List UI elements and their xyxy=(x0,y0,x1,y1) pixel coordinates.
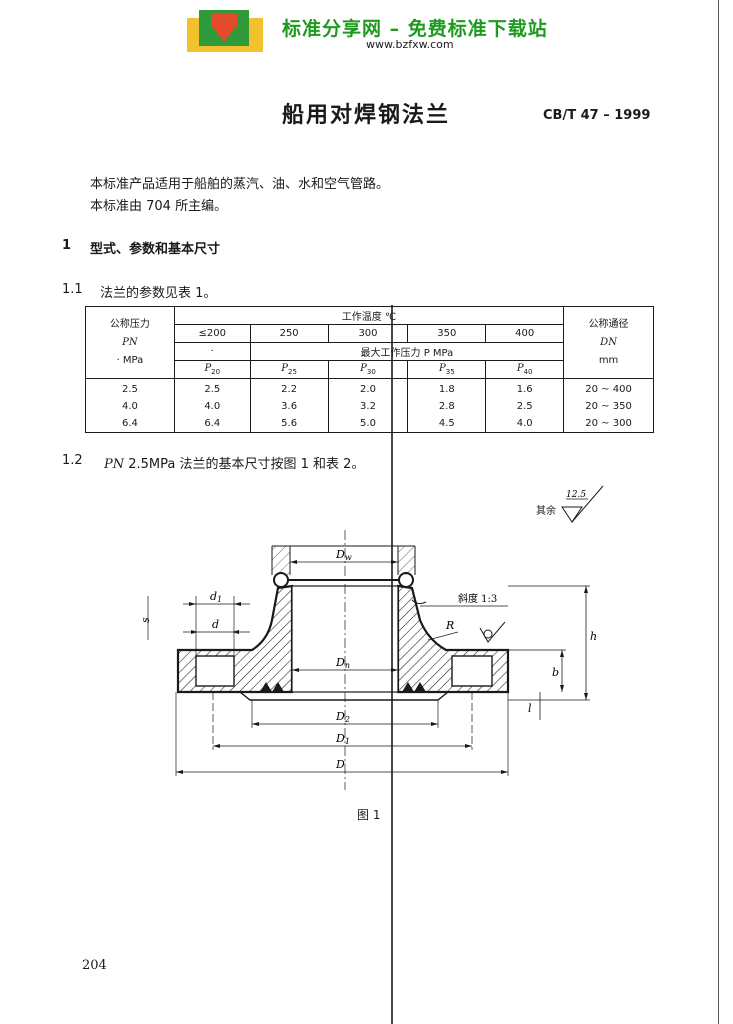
table-cell: 5.0 xyxy=(327,415,409,433)
roughness-note: 其余 xyxy=(536,506,556,517)
intro-paragraph-2: 本标准由 704 所主编。 xyxy=(90,199,228,214)
temp-cell: 400 xyxy=(485,324,565,343)
temp-cell: 250 xyxy=(249,324,329,343)
figure-caption: 图 1 xyxy=(357,808,381,822)
header-dn-unit: mm xyxy=(598,354,619,366)
standard-number: CB/T 47 – 1999 xyxy=(543,108,651,123)
page-number: 204 xyxy=(82,958,107,973)
p-symbol: P xyxy=(204,363,212,374)
dim-d: d xyxy=(212,618,219,631)
p-symbol: P xyxy=(516,363,524,374)
header-dn-label: 公称通径 xyxy=(588,318,629,330)
table-cell: 2.5 xyxy=(485,398,565,415)
table-cell-pn: 2.5 xyxy=(85,378,175,398)
flange-left-section xyxy=(176,584,294,694)
pipe-stub xyxy=(271,545,416,575)
section-1-2-text: PN 2.5MPa 法兰的基本尺寸按图 1 和表 2。 xyxy=(104,453,364,472)
dim-R: R xyxy=(445,619,454,632)
dim-Dw: Dw xyxy=(335,548,352,562)
table-cell: 2.2 xyxy=(249,378,329,398)
bolt-hole-left xyxy=(195,655,235,687)
dim-l: l xyxy=(528,702,532,715)
sealing-grooves xyxy=(260,682,426,692)
section-1-2-number: 1.2 xyxy=(62,453,83,468)
table-cell: 2.8 xyxy=(407,398,487,415)
section-1-2-body: 2.5MPa 法兰的基本尺寸按图 1 和表 2。 xyxy=(124,457,365,472)
site-url[interactable]: www.bzfxw.com xyxy=(366,38,454,51)
table-cell-dn: 20 ~ 300 xyxy=(563,415,654,433)
header-pn-unit: · MPa xyxy=(116,354,144,366)
dim-D2: D2 xyxy=(335,710,350,724)
table-cell: 4.0 xyxy=(485,415,565,433)
flange-drawing: 12.5 Dw Dn D2 xyxy=(139,485,604,790)
bolt-hole-right xyxy=(451,655,493,687)
table-cell: 1.8 xyxy=(407,378,487,398)
p-label-cell: P30 xyxy=(327,360,409,379)
header-nominal-diameter: 公称通径 DN mm xyxy=(563,306,654,379)
dim-D: D xyxy=(335,758,345,771)
scan-artifact-line xyxy=(391,305,393,1024)
header-pn-label: 公称压力 xyxy=(109,318,150,330)
temp-cell: 350 xyxy=(407,324,487,343)
header-nominal-pressure: 公称压力 PN · MPa xyxy=(85,306,175,379)
p-subscript: 40 xyxy=(523,368,533,376)
p-subscript: 35 xyxy=(445,368,455,376)
p-subscript: 20 xyxy=(211,368,221,376)
temp-cell: 300 xyxy=(327,324,409,343)
p-subscript: 30 xyxy=(366,368,376,376)
p-label-cell: P20 xyxy=(173,360,251,379)
table-cell: 3.2 xyxy=(327,398,409,415)
p-symbol: P xyxy=(360,363,367,374)
max-pressure-left: · xyxy=(173,342,251,361)
section-1-number: 1 xyxy=(62,238,72,253)
dim-b: b xyxy=(552,666,559,679)
section-1-title: 型式、参数和基本尺寸 xyxy=(90,242,221,257)
intro-paragraph-1: 本标准产品适用于船舶的蒸汽、油、水和空气管路。 xyxy=(90,177,390,192)
table-cell: 6.4 xyxy=(173,415,251,433)
table-cell: 2.0 xyxy=(327,378,409,398)
table-cell: 3.6 xyxy=(249,398,329,415)
section-1-1-number: 1.1 xyxy=(62,282,83,297)
pn-symbol: PN xyxy=(104,457,125,472)
dim-h: h xyxy=(590,630,597,643)
site-logo-icon xyxy=(187,10,263,52)
dim-Dn: Dn xyxy=(335,656,350,670)
roughness-value: 12.5 xyxy=(566,490,586,500)
p-symbol: P xyxy=(281,363,289,374)
header-work-temp: 工作温度 ℃ xyxy=(173,306,565,325)
site-banner-title: 标准分享网 – 免费标准下载站 xyxy=(282,18,548,40)
p-label-cell: P40 xyxy=(485,360,565,379)
parameters-table: 公称压力 PN · MPa 工作温度 ℃ 公称通径 DN mm ≤200 250… xyxy=(85,306,654,433)
roughness-symbol-icon: 12.5 xyxy=(561,485,604,523)
table-cell: 5.6 xyxy=(249,415,329,433)
temp-cell: ≤200 xyxy=(173,324,251,343)
p-symbol: P xyxy=(439,363,446,374)
table-cell: 2.5 xyxy=(173,378,251,398)
surface-finish-icon xyxy=(479,621,506,643)
table-cell: 4.5 xyxy=(407,415,487,433)
table-cell-dn: 20 ~ 400 xyxy=(563,378,654,398)
table-cell-pn: 6.4 xyxy=(85,415,175,433)
header-max-pressure: 最大工作压力 P MPa xyxy=(249,342,565,361)
dim-D1: D1 xyxy=(335,732,350,746)
p-subscript: 25 xyxy=(288,368,297,376)
p-label-cell: P25 xyxy=(249,360,329,379)
table-cell: 4.0 xyxy=(173,398,251,415)
table-cell-dn: 20 ~ 350 xyxy=(563,398,654,415)
dim-d1: d1 xyxy=(210,590,222,604)
taper-label: 斜度 1:3 xyxy=(458,592,497,605)
weld-bead-left xyxy=(273,572,289,588)
section-1-1-text: 法兰的参数见表 1。 xyxy=(100,286,217,301)
table-cell: 1.6 xyxy=(485,378,565,398)
document-title: 船用对焊钢法兰 xyxy=(282,103,451,128)
p-label-cell: P35 xyxy=(407,360,487,379)
dim-s: s xyxy=(139,617,152,623)
weld-bead-right xyxy=(398,572,414,588)
table-cell-pn: 4.0 xyxy=(85,398,175,415)
header-dn-symbol: DN xyxy=(600,336,617,348)
header-pn-symbol: PN xyxy=(122,336,138,348)
page-edge-line xyxy=(718,0,719,1024)
